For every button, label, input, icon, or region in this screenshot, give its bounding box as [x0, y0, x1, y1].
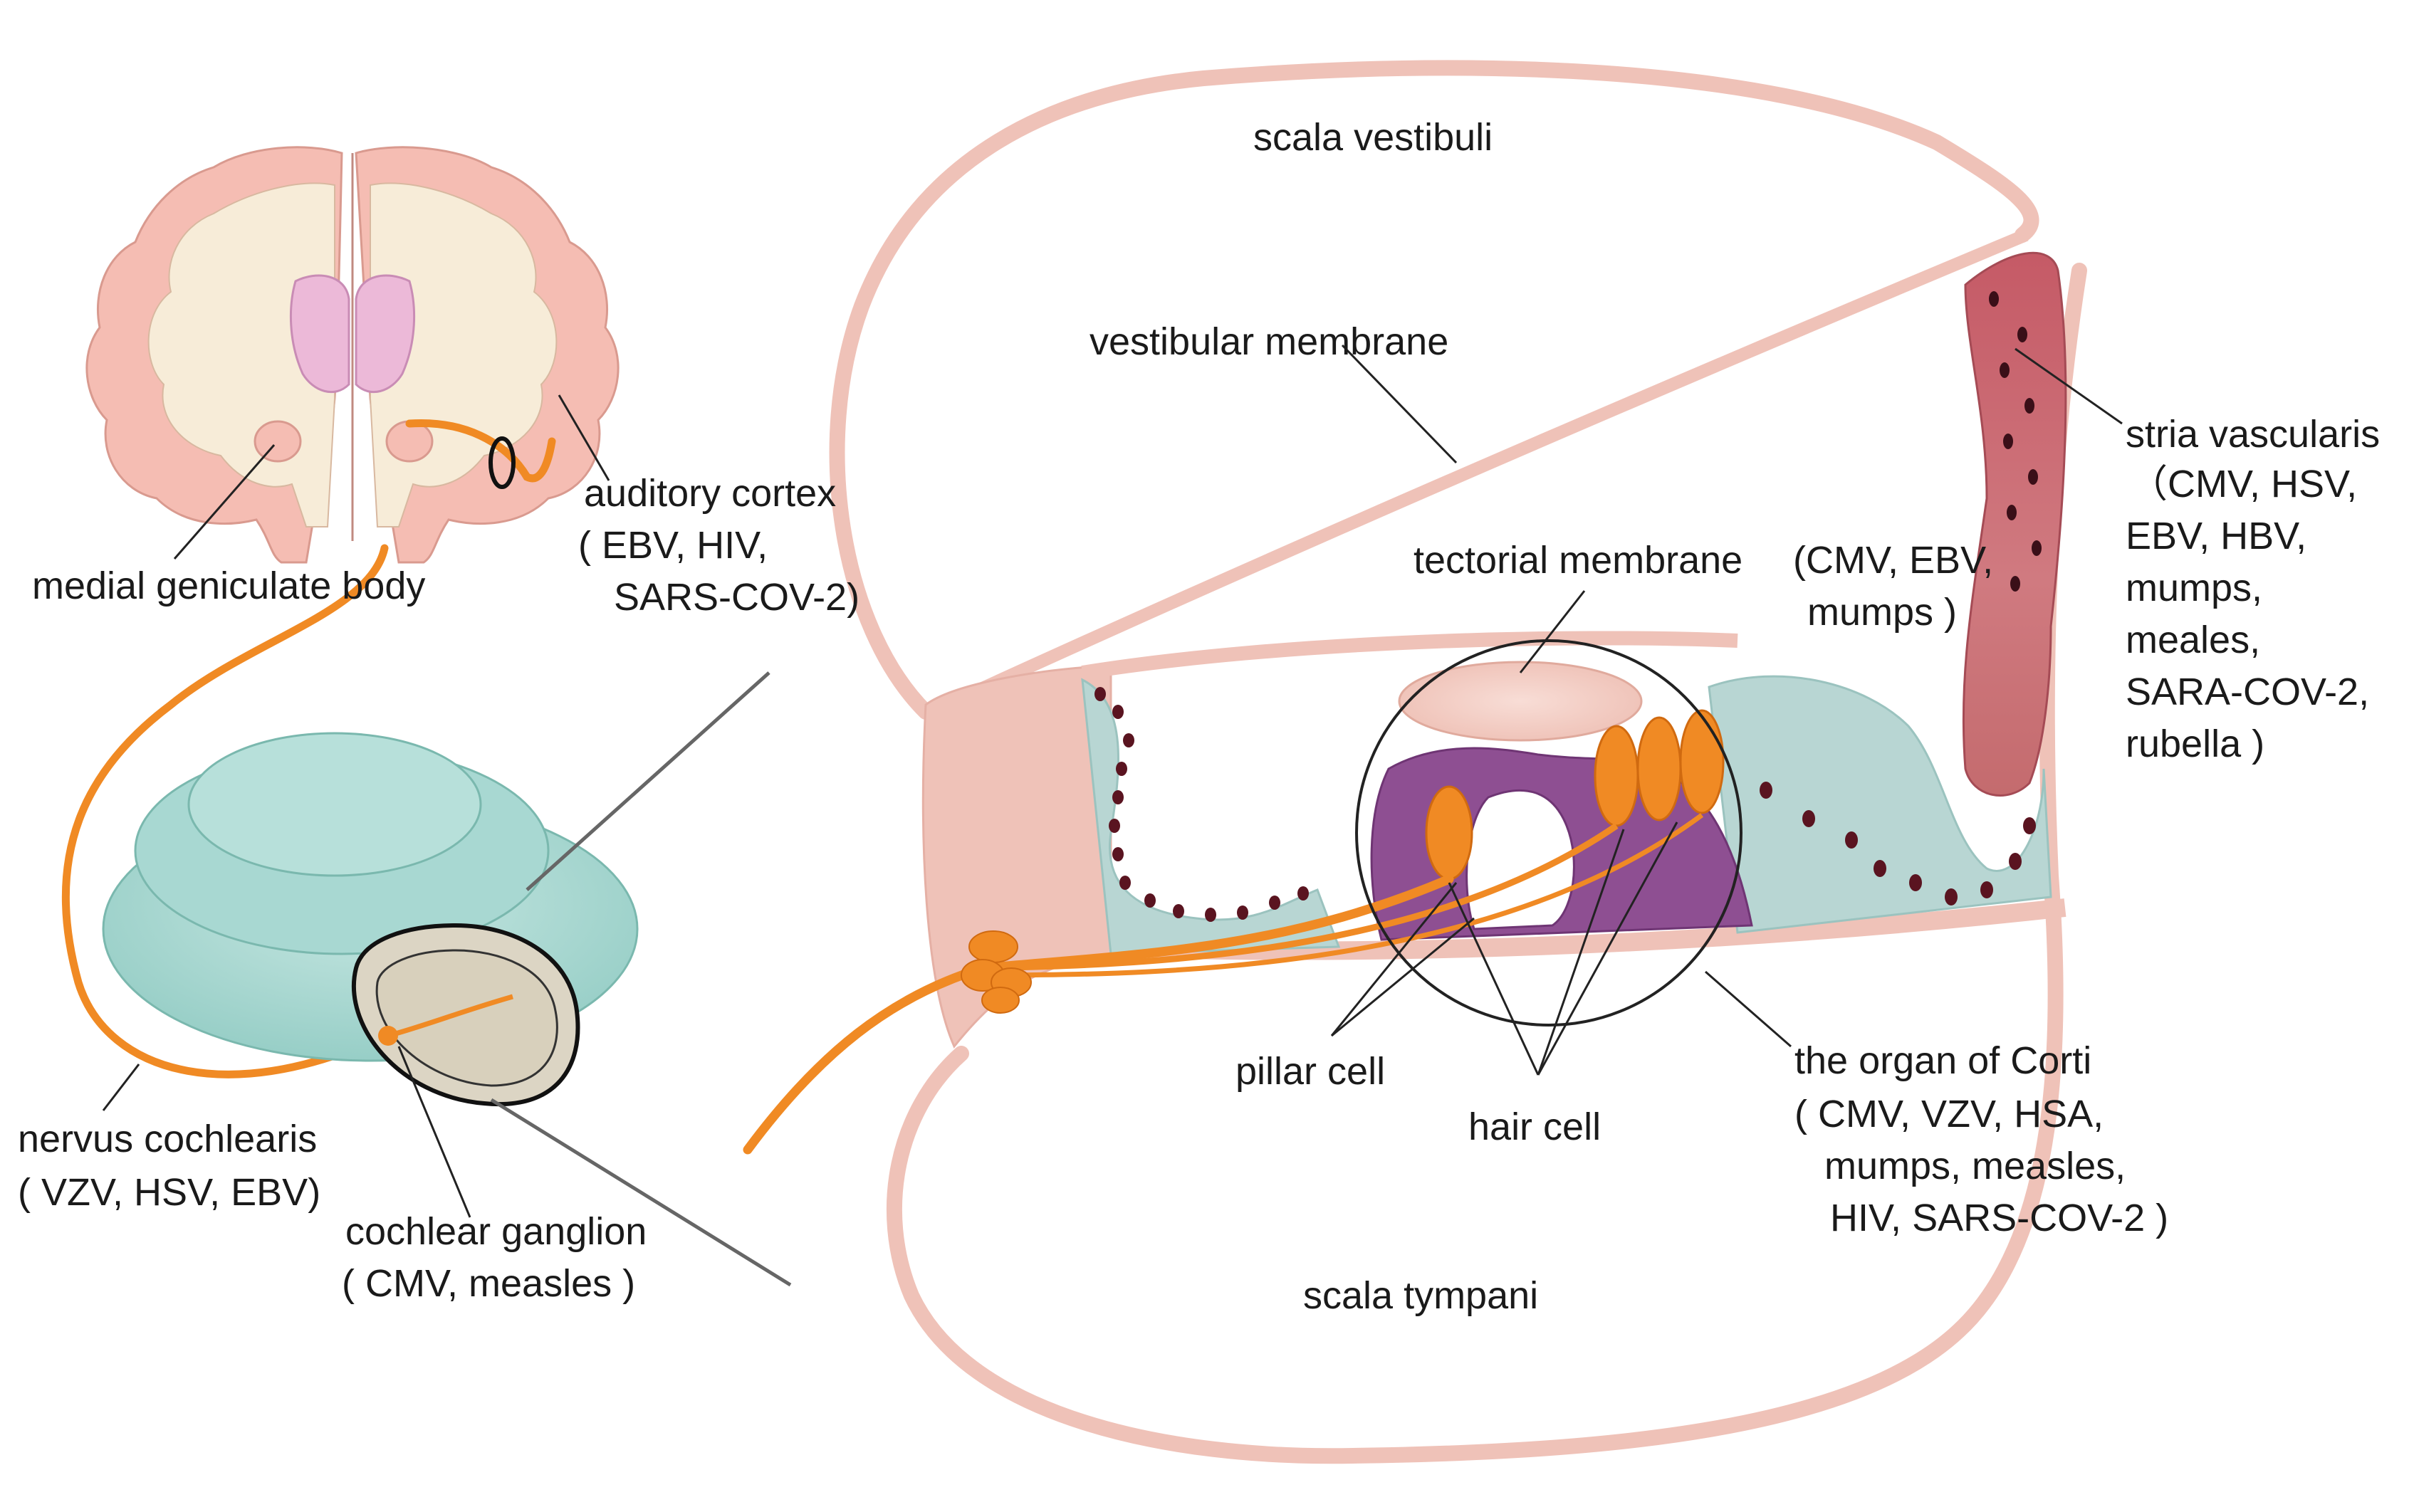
auditory-nerve-fibers-3	[982, 813, 1704, 978]
label-auditory-viruses-2: SARS-COV-2)	[614, 576, 860, 619]
label-pillar-cell: pillar cell	[1235, 1050, 1386, 1093]
label-stria-viruses-4: SARA-COV-2,	[2126, 671, 2370, 713]
label-stria-viruses-3: meales,	[2126, 619, 2261, 661]
auditory-radiation	[405, 419, 556, 483]
cochlea-mini-nerve	[387, 994, 513, 1039]
label-nervus-viruses: ( VZV, HSV, EBV)	[18, 1171, 321, 1214]
nervus-cochlearis-curve	[61, 544, 403, 1078]
cochlea-shell	[102, 732, 639, 1107]
hair-cells	[1425, 709, 1725, 881]
leader-pillar-2	[1331, 917, 1475, 1037]
label-nervus-cochlearis: nervus cochlearis	[18, 1118, 318, 1160]
label-stria-vascularis: stria vascularis	[2126, 413, 2381, 456]
cochlear-duct-enlarged	[743, 60, 2087, 1464]
label-stria-viruses-0: （CMV, HSV,	[2129, 463, 2358, 505]
leader-vestibular-membrane	[1341, 344, 1458, 464]
label-tectorial-viruses-2: mumps )	[1807, 591, 1958, 634]
spiral-ganglion	[961, 930, 1032, 1014]
label-cochlear-ganglion: cochlear ganglion	[345, 1210, 647, 1253]
auditory-nerve-fibers-2	[982, 823, 1619, 972]
outer-wall-lower	[887, 263, 2087, 1464]
label-medial-geniculate-body: medial geniculate body	[32, 565, 426, 607]
leader-tectorial	[1519, 590, 1586, 673]
label-tectorial-viruses-1: (CMV, EBV,	[1793, 539, 1994, 582]
leader-auditory-cortex	[558, 394, 610, 481]
leader-hair-1	[1448, 882, 1540, 1076]
tectorial-membrane-shape	[1398, 661, 1643, 742]
cochlea-inner-duct	[375, 949, 558, 1087]
medial-geniculate-left	[254, 420, 302, 463]
leader-corti	[1705, 970, 1792, 1048]
outer-hair-cell-3	[1679, 709, 1725, 814]
leader-hair-3	[1537, 821, 1678, 1076]
label-organ-of-corti: the organ of Corti	[1794, 1039, 2092, 1082]
outer-wall	[829, 60, 2039, 720]
lateral-ventricle-right	[355, 274, 416, 394]
label-ganglion-viruses: ( CMV, measles )	[342, 1262, 636, 1305]
label-auditory-viruses-1: ( EBV, HIV,	[578, 524, 768, 567]
leader-hair-2	[1537, 829, 1625, 1076]
stria-vascularis	[1962, 251, 2067, 797]
leader-stria	[2015, 347, 2123, 425]
scala-media-roof	[1081, 631, 1738, 680]
label-auditory-cortex: auditory cortex	[584, 472, 837, 515]
label-corti-viruses-0: ( CMV, VZV, HSA,	[1794, 1093, 2104, 1135]
leader-medial-geniculate	[173, 444, 276, 560]
brain-section	[85, 146, 620, 564]
zoom-line-top	[526, 671, 770, 891]
label-stria-viruses-5: rubella )	[2126, 723, 2265, 765]
label-corti-viruses-2: HIV, SARS-COV-2 )	[1830, 1197, 2169, 1239]
radiation-ring	[488, 436, 516, 489]
label-scala-vestibuli: scala vestibuli	[1253, 116, 1493, 159]
label-stria-viruses-2: mumps,	[2126, 567, 2263, 609]
organ-of-corti-magnifier	[1355, 639, 1742, 1027]
label-scala-tympani: scala tympani	[1303, 1274, 1539, 1317]
vestibular-membrane	[951, 229, 2029, 708]
outer-hair-cell-1	[1594, 725, 1639, 827]
leader-cochlear-ganglion	[397, 1046, 471, 1218]
outer-hair-cell-2	[1636, 716, 1682, 821]
inner-hair-cell	[1425, 785, 1473, 881]
label-tectorial-membrane: tectorial membrane	[1414, 539, 1743, 582]
stria-nuclei	[1989, 291, 2042, 592]
right-cell-nuclei	[1760, 782, 2036, 905]
cochlea-mini-ganglion	[378, 1026, 398, 1046]
left-cell-nuclei	[1094, 687, 1309, 922]
leader-pillar-1	[1330, 882, 1458, 1036]
label-stria-viruses-1: EBV, HBV,	[2126, 515, 2307, 557]
label-corti-viruses-1: mumps, measles,	[1824, 1145, 2126, 1187]
label-hair-cell: hair cell	[1468, 1106, 1602, 1148]
zoom-line-bottom	[490, 1098, 792, 1287]
cochlea-apex	[187, 732, 482, 877]
lateral-ventricle	[289, 274, 350, 394]
leader-nervus	[102, 1064, 140, 1111]
label-vestibular-membrane: vestibular membrane	[1090, 320, 1449, 363]
